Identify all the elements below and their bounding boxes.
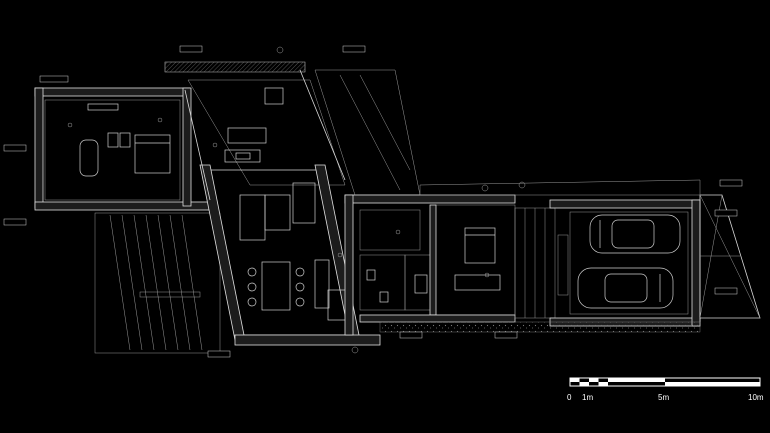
outdoor-area (314, 69, 421, 196)
service-block (344, 194, 516, 336)
storage-strip (514, 207, 569, 319)
garage (379, 199, 701, 333)
scale-label-0: 0 (567, 393, 572, 402)
car-top (589, 214, 681, 254)
scale-label-10m: 10m (748, 393, 764, 402)
scale-label-1m: 1m (582, 393, 593, 402)
scale-label-5m: 5m (658, 393, 669, 402)
scale-bar: 0 1m 5m 10m (567, 377, 764, 402)
bedroom-wing (34, 87, 216, 211)
terrace-stripes (94, 212, 221, 354)
section-markers (3, 45, 743, 358)
car-bottom (577, 267, 674, 309)
